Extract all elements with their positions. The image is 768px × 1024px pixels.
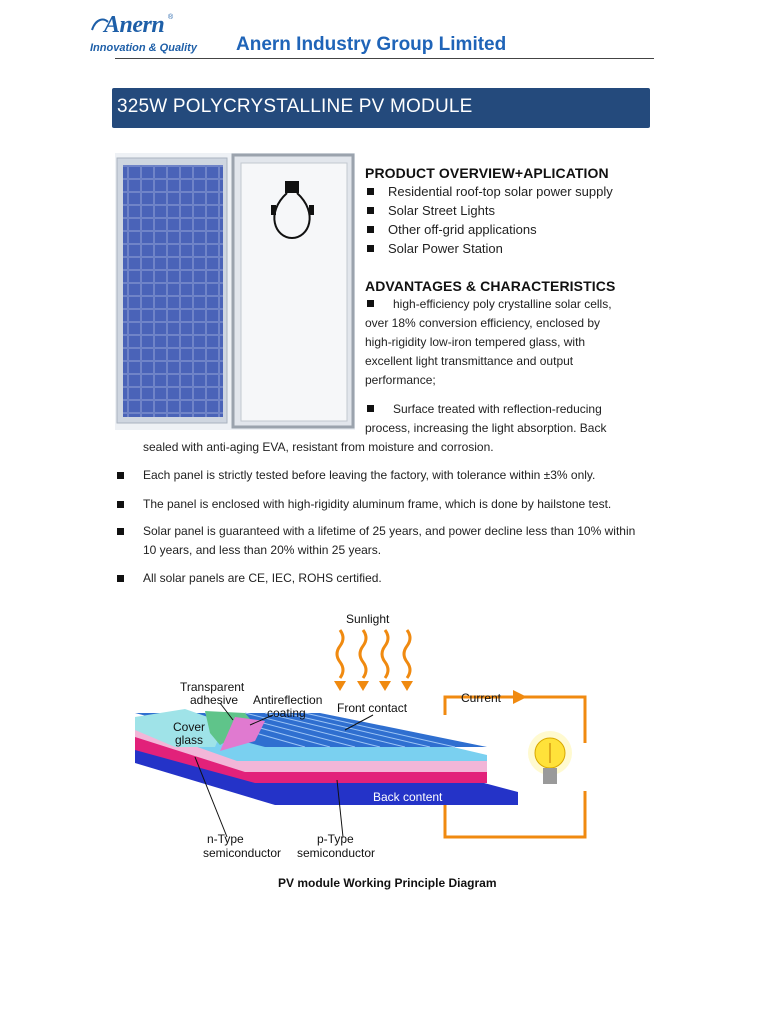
light-bulb-icon: [528, 731, 572, 784]
logo-registered-mark: ®: [168, 14, 174, 21]
advantage-paragraph-line: excellent light transmittance and output: [365, 354, 574, 368]
square-bullet-icon: [367, 188, 374, 195]
logo-swoosh-icon: [91, 18, 109, 31]
square-bullet-icon: [117, 528, 124, 535]
current-label: Current: [461, 691, 502, 705]
advantage-paragraph-line: high-efficiency poly crystalline solar c…: [393, 297, 612, 311]
sunlight-label: Sunlight: [346, 612, 390, 626]
overview-item: Other off-grid applications: [367, 222, 537, 237]
square-bullet-icon: [367, 207, 374, 214]
ptype-label-line1: p-Type: [317, 832, 354, 846]
advantage-paragraph-line: over 18% conversion efficiency, enclosed…: [365, 316, 601, 330]
overview-item: Residential roof-top solar power supply: [367, 184, 613, 199]
cover-glass-label-line2: glass: [175, 733, 203, 747]
sunlight-arrows-icon: [335, 629, 412, 679]
ptype-label-line2: semiconductor: [297, 846, 375, 860]
antireflection-label-line1: Antireflection: [253, 693, 322, 707]
square-bullet-icon: [367, 405, 374, 412]
logo-tagline: Innovation & Quality: [90, 42, 197, 54]
advantage-paragraph-line: sealed with anti-aging EVA, resistant fr…: [143, 440, 494, 454]
advantage-paragraph-line: high-rigidity low-iron tempered glass, w…: [365, 335, 586, 349]
advantage-item: All solar panels are CE, IEC, ROHS certi…: [143, 571, 382, 585]
square-bullet-icon: [367, 226, 374, 233]
square-bullet-icon: [117, 501, 124, 508]
logo-wordmark: Anern: [104, 12, 165, 38]
diagram-caption: PV module Working Principle Diagram: [278, 876, 497, 890]
advantage-item: The panel is enclosed with high-rigidity…: [143, 497, 612, 511]
coating-layer: [220, 717, 265, 751]
header-divider: [115, 58, 654, 59]
square-bullet-icon: [117, 575, 124, 582]
square-bullet-icon: [367, 245, 374, 252]
pv-working-principle-diagram: Sunlight Transparent adhesive Antireflec…: [135, 612, 587, 860]
company-name: Anern Industry Group Limited: [236, 34, 507, 55]
product-title-bar: 325W POLYCRYSTALLINE PV MODULE: [112, 88, 650, 128]
overview-item: Solar Power Station: [367, 241, 503, 256]
back-content-label: Back content: [373, 790, 443, 804]
advantage-item: Solar panel is guaranteed with a lifetim…: [143, 524, 636, 557]
advantage-paragraph-line: process, increasing the light absorption…: [365, 421, 607, 435]
square-bullet-icon: [367, 300, 374, 307]
advantage-paragraph-line: performance;: [365, 373, 436, 387]
product-title: 325W POLYCRYSTALLINE PV MODULE: [117, 96, 473, 117]
solar-panel-photo: [115, 153, 355, 430]
cover-glass-label-line1: Cover: [173, 720, 205, 734]
current-arrow-icon: [513, 690, 527, 704]
ntype-label-line1: n-Type: [207, 832, 244, 846]
advantages-heading: ADVANTAGES & CHARACTERISTICS: [365, 278, 616, 294]
advantage-item: Each panel is strictly tested before lea…: [143, 468, 596, 482]
cover-glass-layer: [135, 709, 225, 747]
company-logo: Anern ® Innovation & Quality: [90, 12, 220, 58]
front-contact-label: Front contact: [337, 701, 408, 715]
overview-item: Solar Street Lights: [367, 203, 495, 218]
transparent-label-line1: Transparent: [180, 680, 245, 694]
advantage-paragraph-line: Surface treated with reflection-reducing: [393, 402, 602, 416]
ntype-label-line2: semiconductor: [203, 846, 281, 860]
overview-heading: PRODUCT OVERVIEW+APLICATION: [365, 165, 609, 181]
transparent-label-line2: adhesive: [190, 693, 238, 707]
square-bullet-icon: [117, 472, 124, 479]
antireflection-label-line2: coating: [267, 706, 306, 720]
